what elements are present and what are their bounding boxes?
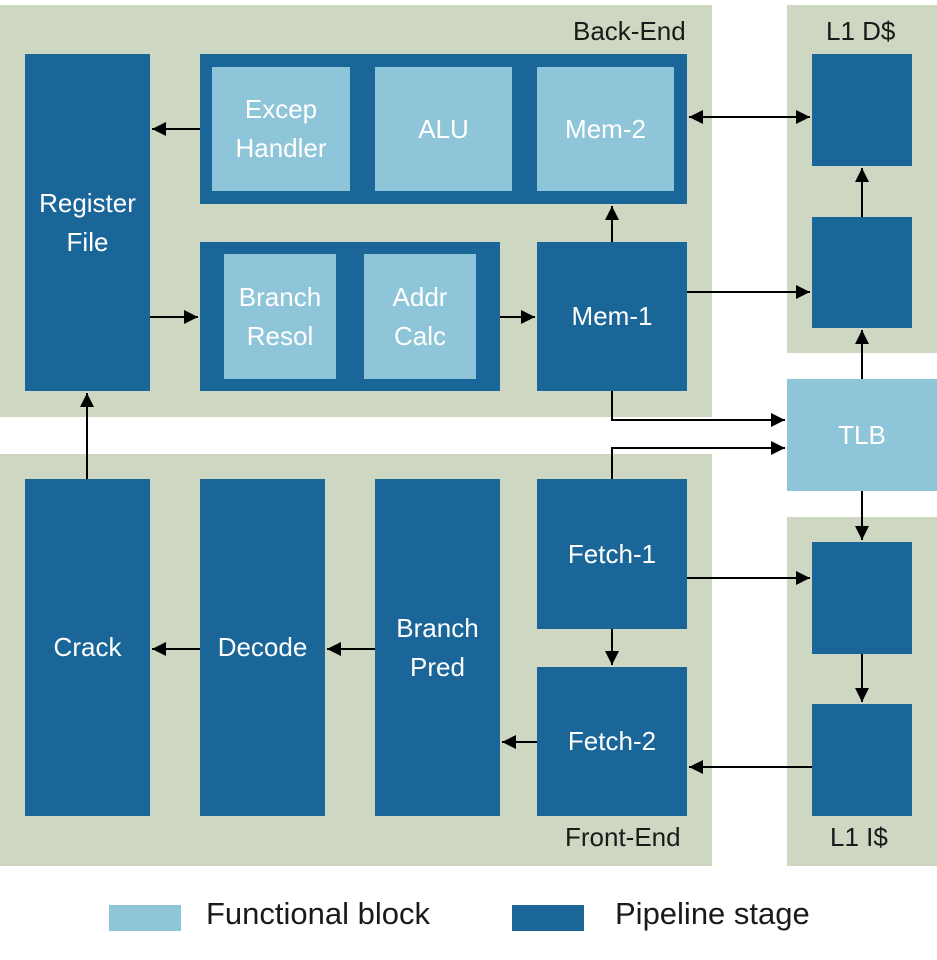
mem2-block: Mem-2 (537, 67, 674, 191)
l1-dcache-stage-bottom (812, 217, 912, 328)
fetch1-label: Fetch-1 (567, 538, 657, 569)
l1-dcache-stage-top (812, 54, 912, 166)
fetch1-stage: Fetch-1 (537, 479, 687, 629)
l1-icache-label: L1 I$ (830, 822, 888, 852)
branch-pred-label: Branch Pred (396, 612, 479, 682)
l1-icache-stage-bottom (812, 704, 912, 816)
addr-calc-label: Addr Calc (392, 281, 448, 351)
addr-calc-block: Addr Calc (364, 254, 476, 379)
fetch2-stage: Fetch-2 (537, 667, 687, 816)
tlb-block: TLB (787, 379, 937, 491)
excep-handler-block: Excep Handler (212, 67, 350, 191)
mem2-label: Mem-2 (565, 113, 646, 144)
excep-handler-label: Excep Handler (235, 94, 327, 163)
mem1-stage: Mem-1 (537, 242, 687, 391)
register-file-label: Register File (39, 187, 136, 257)
front-end-label: Front-End (565, 822, 681, 852)
legend-pipeline-label: Pipeline stage (615, 896, 810, 931)
legend-functional-swatch (109, 905, 181, 931)
legend-functional-label: Functional block (206, 896, 431, 931)
l1-icache-stage-top (812, 542, 912, 654)
branch-pred-stage: Branch Pred (375, 479, 500, 816)
fetch2-label: Fetch-2 (567, 726, 657, 756)
l1-dcache-label: L1 D$ (826, 16, 896, 46)
legend-pipeline-swatch (512, 905, 584, 931)
back-end-label: Back-End (573, 16, 686, 46)
crack-label: Crack (53, 632, 122, 662)
branch-resol-label: Branch Resol (238, 281, 322, 351)
arrow-fetch1-to-tlb (611, 441, 785, 479)
register-file-stage: Register File (25, 54, 150, 391)
mem1-label: Mem-1 (571, 301, 653, 331)
alu-block: ALU (375, 67, 512, 191)
branch-resol-block: Branch Resol (224, 254, 336, 379)
decode-label: Decode (217, 632, 308, 662)
arrow-mem1-to-tlb (611, 391, 785, 427)
crack-stage: Crack (25, 479, 150, 816)
alu-label: ALU (418, 113, 469, 144)
decode-stage: Decode (200, 479, 325, 816)
tlb-label: TLB (838, 419, 886, 450)
